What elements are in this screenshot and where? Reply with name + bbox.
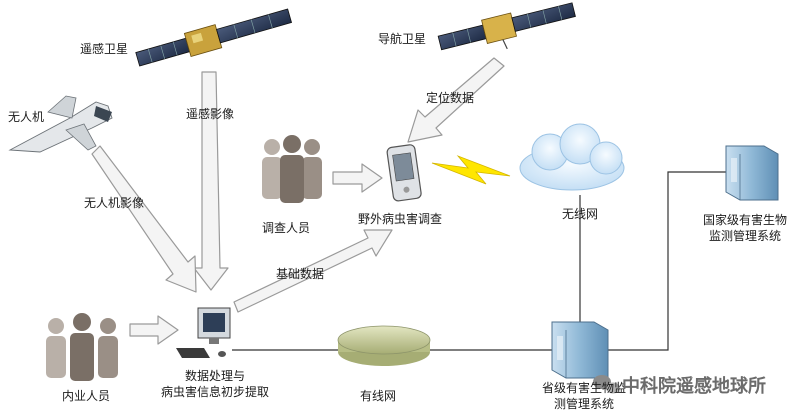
- wireless-network-cloud: [520, 124, 624, 190]
- navigation-satellite: [437, 0, 579, 64]
- provincial-system-label-line2: 测管理系统: [524, 396, 644, 412]
- basic-data-label: 基础数据: [276, 266, 324, 282]
- uav-label: 无人机: [8, 109, 44, 125]
- national-system-label-line2: 监测管理系统: [690, 228, 800, 244]
- survey-staff-figures: [262, 135, 322, 203]
- wireless-net-label: 无线网: [562, 206, 598, 222]
- office-staff-figures: [46, 313, 118, 381]
- processing-label: 数据处理与 病虫害信息初步提取: [140, 368, 290, 400]
- remote-imagery-label: 遥感影像: [186, 106, 234, 122]
- wireless-lightning: [432, 156, 510, 184]
- office-staff-label: 内业人员: [62, 388, 110, 404]
- remote-sensing-satellite: [134, 4, 292, 71]
- field-survey-label: 野外病虫害调查: [358, 211, 442, 227]
- processing-label-line2: 病虫害信息初步提取: [140, 384, 290, 400]
- processing-label-line1: 数据处理与: [140, 368, 290, 384]
- national-server: [726, 146, 778, 200]
- positioning-data-label: 定位数据: [426, 90, 474, 106]
- national-system-label-line1: 国家级有害生物: [690, 212, 800, 228]
- uav-imagery-label: 无人机影像: [84, 195, 144, 211]
- wired-network-disk: [338, 326, 430, 366]
- wired-net-label: 有线网: [360, 388, 396, 404]
- workstation-computer: [176, 308, 230, 358]
- nav-satellite-label: 导航卫星: [378, 31, 426, 47]
- survey-to-handheld-arrow: [333, 164, 382, 192]
- national-system-label: 国家级有害生物 监测管理系统: [690, 212, 800, 244]
- office-to-workstation-arrow: [130, 316, 178, 344]
- provincial-to-national-line: [608, 172, 750, 350]
- remote-satellite-label: 遥感卫星: [80, 41, 128, 57]
- handheld-device: [387, 144, 422, 201]
- provincial-server: [552, 322, 608, 378]
- remote-imagery-arrow: [194, 72, 228, 290]
- survey-staff-label: 调查人员: [262, 220, 310, 236]
- watermark-text: 中科院遥感地球所: [622, 372, 766, 398]
- uav-imagery-arrow: [92, 146, 196, 292]
